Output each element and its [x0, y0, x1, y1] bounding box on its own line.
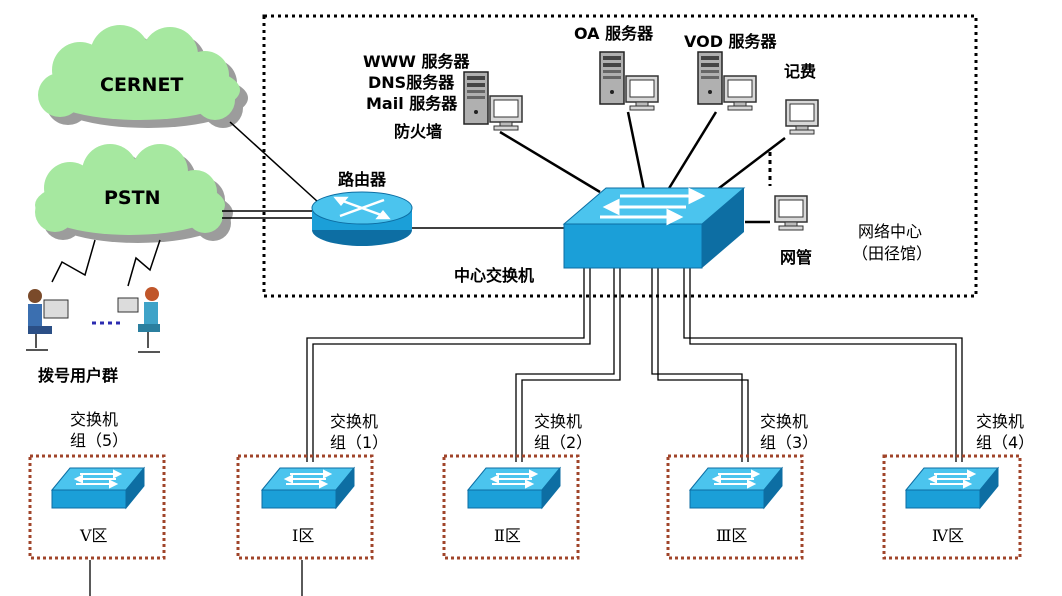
- center-label-line2: （田径馆）: [852, 244, 933, 263]
- group-5-switch: [51, 467, 145, 509]
- group-5-label-line2: 组（5）: [70, 431, 129, 450]
- group-3-switch: [689, 467, 783, 509]
- group-4-switch: [905, 467, 999, 509]
- group-5-label-line1: 交换机: [70, 410, 119, 429]
- oa-server-label: OA 服务器: [574, 24, 654, 43]
- group-1-switch: [261, 467, 355, 509]
- mail-server-label: Mail 服务器: [366, 94, 458, 113]
- group-4-label-line2: 组（4）: [976, 433, 1035, 452]
- router-label: 路由器: [338, 170, 387, 189]
- zone-box-4: [882, 454, 1022, 560]
- core-switch: [562, 187, 746, 269]
- group-3-label-line1: 交换机: [760, 412, 809, 431]
- oa-server-pc: [599, 51, 659, 111]
- zone-2-label: Ⅱ区: [494, 526, 521, 545]
- zone-box-2: [442, 454, 580, 560]
- zone-1-label: Ⅰ区: [292, 526, 315, 545]
- core-switch-label: 中心交换机: [454, 266, 535, 285]
- zone-box-3: [666, 454, 804, 560]
- zone-box-5: [28, 454, 166, 560]
- router: [311, 191, 413, 246]
- zone-box-1: [236, 454, 374, 560]
- pstn-label: PSTN: [104, 187, 161, 209]
- zone-5-label: Ⅴ区: [80, 526, 108, 545]
- group-1-label-line2: 组（1）: [330, 433, 389, 452]
- dialup-user-right: [117, 287, 160, 353]
- vod-server-pc: [697, 51, 757, 111]
- dns-server-label: DNS服务器: [368, 73, 455, 92]
- www-server-label: WWW 服务器: [363, 52, 470, 71]
- uplink-lines: [89, 268, 963, 596]
- netmgmt-pc: [774, 195, 808, 231]
- firewall-label: 防火墙: [394, 122, 443, 141]
- zone-3-label: Ⅲ区: [716, 526, 748, 545]
- group-2-switch: [467, 467, 561, 509]
- group-2-label-line1: 交换机: [534, 412, 583, 431]
- dialup-label: 拨号用户群: [38, 366, 119, 385]
- billing-pc: [785, 99, 819, 135]
- group-3-label-line2: 组（3）: [760, 433, 819, 452]
- group-4-label-line1: 交换机: [976, 412, 1025, 431]
- connection-lines: [51, 111, 786, 287]
- cernet-cloud: [38, 25, 248, 128]
- pstn-cloud: [35, 144, 233, 243]
- dialup-user-left: [26, 289, 69, 351]
- vod-server-label: VOD 服务器: [684, 32, 777, 51]
- center-label-line1: 网络中心: [858, 222, 923, 241]
- zone-4-label: Ⅳ区: [932, 526, 964, 545]
- netmgmt-label: 网管: [780, 248, 813, 267]
- group-1-label-line1: 交换机: [330, 412, 379, 431]
- main-server-pc: [463, 71, 523, 131]
- network-center-boundary: [262, 14, 978, 298]
- cernet-label: CERNET: [100, 74, 184, 96]
- group-2-label-line2: 组（2）: [534, 433, 593, 452]
- billing-label: 记费: [784, 62, 817, 81]
